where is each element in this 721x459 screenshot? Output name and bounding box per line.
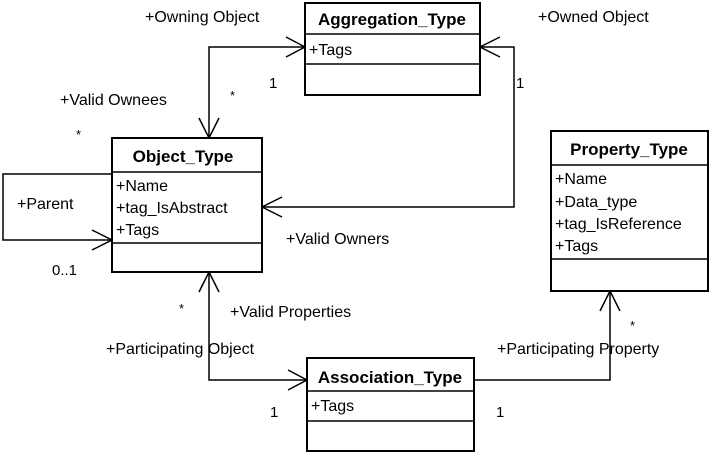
property-type-attr-is-reference: +tag_IsReference	[555, 216, 682, 233]
multiplicity-ownees-star: *	[230, 88, 235, 103]
aggregation-type-box	[304, 2, 481, 96]
multiplicity-property-star: *	[630, 318, 635, 333]
object-type-attr-name: +Name	[116, 178, 168, 195]
participating-object-connector	[208, 272, 307, 381]
role-valid-owners: +Valid Owners	[286, 231, 389, 248]
property-type-name: Property_Type	[570, 140, 688, 159]
object-type-attr-tags: +Tags	[116, 222, 159, 239]
multiplicity-agg-left: 1	[269, 75, 277, 92]
owned-object-connector	[262, 46, 515, 208]
object-type-box	[111, 137, 263, 273]
role-participating-object: +Participating Object	[106, 341, 255, 358]
owning-object-connector	[208, 46, 305, 138]
multiplicity-properties-star: *	[179, 301, 184, 316]
property-type-attr-name: +Name	[555, 171, 607, 188]
object-type-attr-is-abstract: +tag_IsAbstract	[116, 200, 228, 217]
role-valid-properties: +Valid Properties	[230, 304, 351, 321]
aggregation-type-attr-tags: +Tags	[309, 42, 352, 59]
role-owning-object: +Owning Object	[145, 9, 260, 26]
class-property-type[interactable]: Property_Type +Name +Data_type +tag_IsRe…	[550, 130, 709, 292]
property-type-attr-data-type: +Data_type	[555, 194, 637, 211]
participating-property-connector	[474, 291, 611, 381]
class-association-type[interactable]: Association_Type +Tags	[306, 357, 475, 452]
association-type-attr-tags: +Tags	[311, 398, 354, 415]
association-type-name: Association_Type	[318, 368, 462, 387]
role-valid-ownees: +Valid Ownees	[60, 92, 167, 109]
role-participating-property: +Participating Property	[497, 341, 659, 358]
multiplicity-parent-star: *	[76, 127, 81, 142]
multiplicity-agg-right: 1	[516, 75, 524, 92]
property-type-attr-tags: +Tags	[555, 238, 598, 255]
parent-connector	[2, 173, 112, 241]
multiplicity-parent-range: 0..1	[52, 262, 77, 279]
association-type-box	[306, 357, 475, 452]
multiplicity-assoc-right: 1	[496, 404, 504, 421]
object-type-name: Object_Type	[133, 147, 234, 166]
class-object-type[interactable]: Object_Type +Name +tag_IsAbstract +Tags	[111, 137, 263, 273]
property-type-box	[550, 130, 709, 292]
multiplicity-assoc-left: 1	[270, 404, 278, 421]
aggregation-type-name: Aggregation_Type	[318, 10, 466, 29]
class-aggregation-type[interactable]: Aggregation_Type +Tags	[304, 2, 481, 96]
role-parent: +Parent	[17, 196, 74, 213]
role-owned-object: +Owned Object	[538, 9, 649, 26]
